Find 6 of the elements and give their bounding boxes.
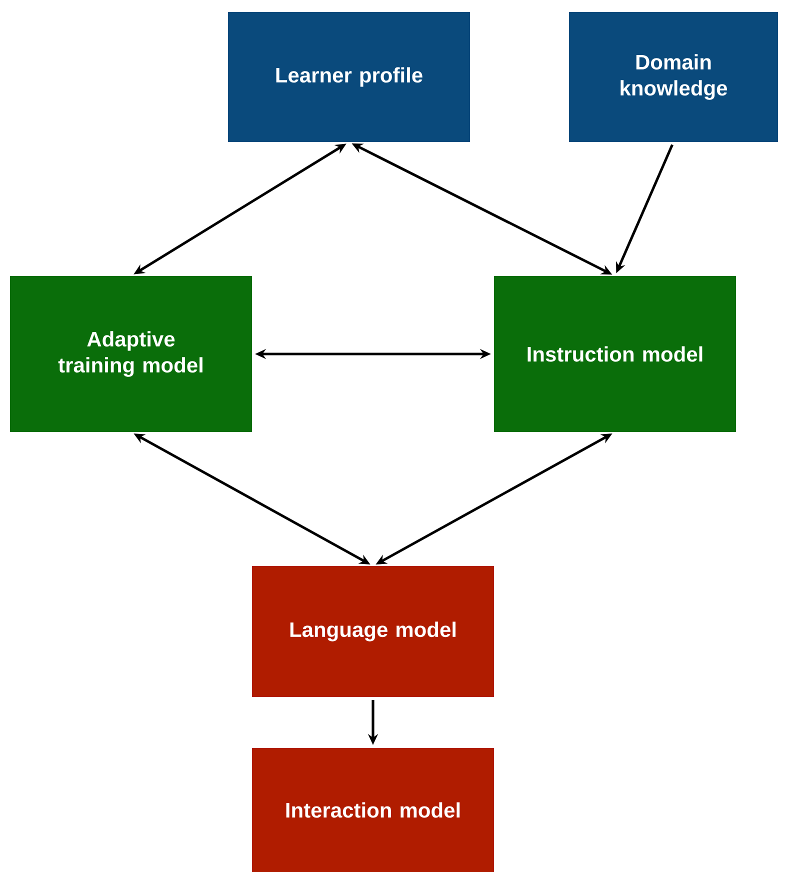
process-box: Domain knowledge [569,12,778,142]
process-box: Interaction model [252,748,494,872]
process-box: Language model [252,566,494,697]
process-box: Learner profile [228,12,470,142]
process-box: Instruction model [494,276,736,432]
process-box: Adaptive training model [10,276,252,432]
